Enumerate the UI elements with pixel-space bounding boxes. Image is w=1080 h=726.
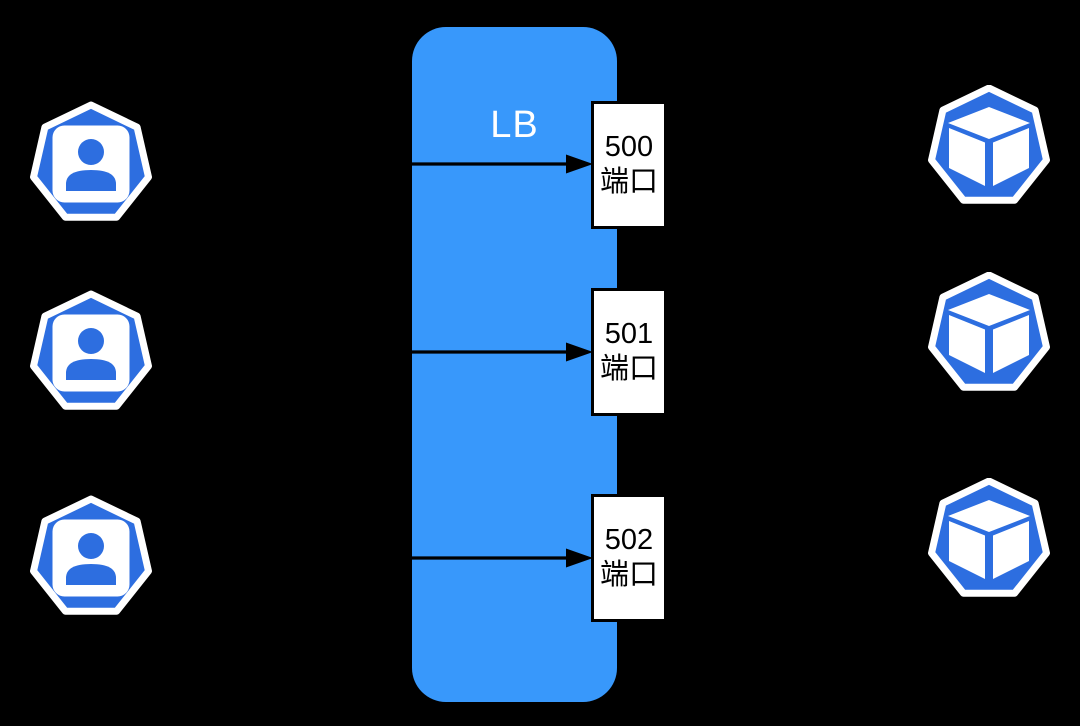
arrow-user3-to-port502	[153, 548, 593, 568]
port-500-box: 500 端口	[591, 101, 667, 229]
pod-cube-icon	[928, 85, 1050, 204]
port-number: 501	[604, 317, 654, 350]
user-icon	[30, 101, 152, 221]
pod-cube-icon	[928, 478, 1050, 597]
load-balancer-label: LB	[490, 104, 539, 146]
user-icon	[30, 495, 152, 615]
arrow-user2-to-port501	[153, 342, 593, 362]
arrow-user1-to-port500	[153, 154, 593, 174]
load-balancer-box	[412, 27, 617, 702]
pod-cube-icon	[928, 272, 1050, 391]
port-label: 端口	[599, 352, 658, 385]
port-label: 端口	[599, 165, 658, 198]
port-502-box: 502 端口	[591, 494, 667, 622]
port-label: 端口	[599, 558, 658, 591]
user-icon	[30, 290, 152, 410]
port-number: 500	[604, 130, 654, 163]
port-number: 502	[604, 523, 654, 556]
port-501-box: 501 端口	[591, 288, 667, 416]
